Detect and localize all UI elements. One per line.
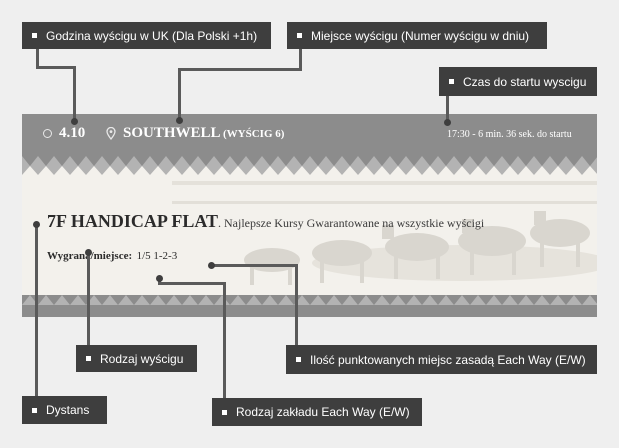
- callout-race-type-text: Rodzaj wyścigu: [100, 351, 184, 366]
- connector-race-time: [73, 66, 76, 121]
- marker-venue: [176, 117, 183, 124]
- square-bullet-icon: [86, 356, 91, 361]
- race-header-bar: 4.10 SOUTHWELL (WYŚCIG 6) 17:30 - 6 min.…: [22, 114, 597, 156]
- callout-places: Ilość punktowanych miejsc zasadą Each Wa…: [286, 345, 597, 374]
- square-bullet-icon: [32, 33, 37, 38]
- connector-places: [295, 264, 298, 347]
- zigzag-band-bottom: [22, 295, 597, 305]
- horse-racing-background-image: [172, 181, 597, 285]
- callout-race-time-text: Godzina wyścigu w UK (Dla Polski +1h): [46, 28, 258, 43]
- connector-race-time: [36, 66, 76, 69]
- marker-race-time: [71, 118, 78, 125]
- callout-ew-type-text: Rodzaj zakładu Each Way (E/W): [236, 405, 410, 419]
- callout-countdown-text: Czas do startu wyscigu: [463, 74, 587, 89]
- marker-race-type: [85, 249, 92, 256]
- callout-distance-text: Dystans: [46, 403, 90, 417]
- venue-name: SOUTHWELL: [123, 125, 221, 141]
- connector-race-type: [87, 252, 90, 347]
- connector-venue: [178, 68, 181, 120]
- marker-distance: [33, 221, 40, 228]
- callout-race-type: Rodzaj wyścigu: [76, 345, 197, 372]
- connector-ew-type: [223, 282, 226, 400]
- marker-places: [208, 262, 215, 269]
- race-title: 7F HANDICAP FLAT: [47, 211, 218, 231]
- marker-ew-type: [156, 275, 163, 282]
- connector-distance: [35, 224, 38, 398]
- clock-icon: [43, 129, 52, 138]
- callout-ew-type: Rodzaj zakładu Each Way (E/W): [212, 398, 422, 426]
- square-bullet-icon: [296, 357, 301, 362]
- callout-countdown: Czas do startu wyscigu: [439, 67, 597, 96]
- square-bullet-icon: [449, 79, 454, 84]
- marker-countdown: [444, 119, 451, 126]
- each-way-terms: 1/5 1-2-3: [136, 250, 178, 262]
- race-time: 4.10: [59, 125, 86, 141]
- zigzag-band-top: [22, 156, 597, 175]
- race-details-area: 7F HANDICAP FLAT. Najlepsze Kursy Gwaran…: [22, 175, 597, 295]
- square-bullet-icon: [222, 409, 227, 415]
- connector-places: [211, 264, 298, 267]
- square-bullet-icon: [32, 407, 37, 413]
- race-subtitle: . Najlepsze Kursy Gwarantowane na wszyst…: [218, 216, 485, 230]
- race-banner: 4.10 SOUTHWELL (WYŚCIG 6) 17:30 - 6 min.…: [22, 114, 597, 317]
- connector-venue: [299, 47, 302, 70]
- callout-venue: Miejsce wyścigu (Numer wyścigu w dniu): [287, 22, 547, 49]
- connector-countdown: [446, 94, 449, 122]
- callout-distance: Dystans: [22, 396, 107, 424]
- connector-venue: [178, 68, 302, 71]
- connector-ew-type: [158, 282, 226, 285]
- race-footer-bar: [22, 295, 597, 317]
- callout-race-time: Godzina wyścigu w UK (Dla Polski +1h): [22, 22, 271, 49]
- race-countdown: 17:30 - 6 min. 36 sek. do startu: [447, 129, 572, 140]
- connector-race-time: [36, 47, 39, 68]
- race-number: (WYŚCIG 6): [223, 128, 285, 140]
- callout-venue-text: Miejsce wyścigu (Numer wyścigu w dniu): [311, 28, 530, 43]
- callout-places-text: Ilość punktowanych miejsc zasadą Each Wa…: [310, 352, 586, 367]
- square-bullet-icon: [297, 33, 302, 38]
- location-pin-icon: [106, 126, 116, 145]
